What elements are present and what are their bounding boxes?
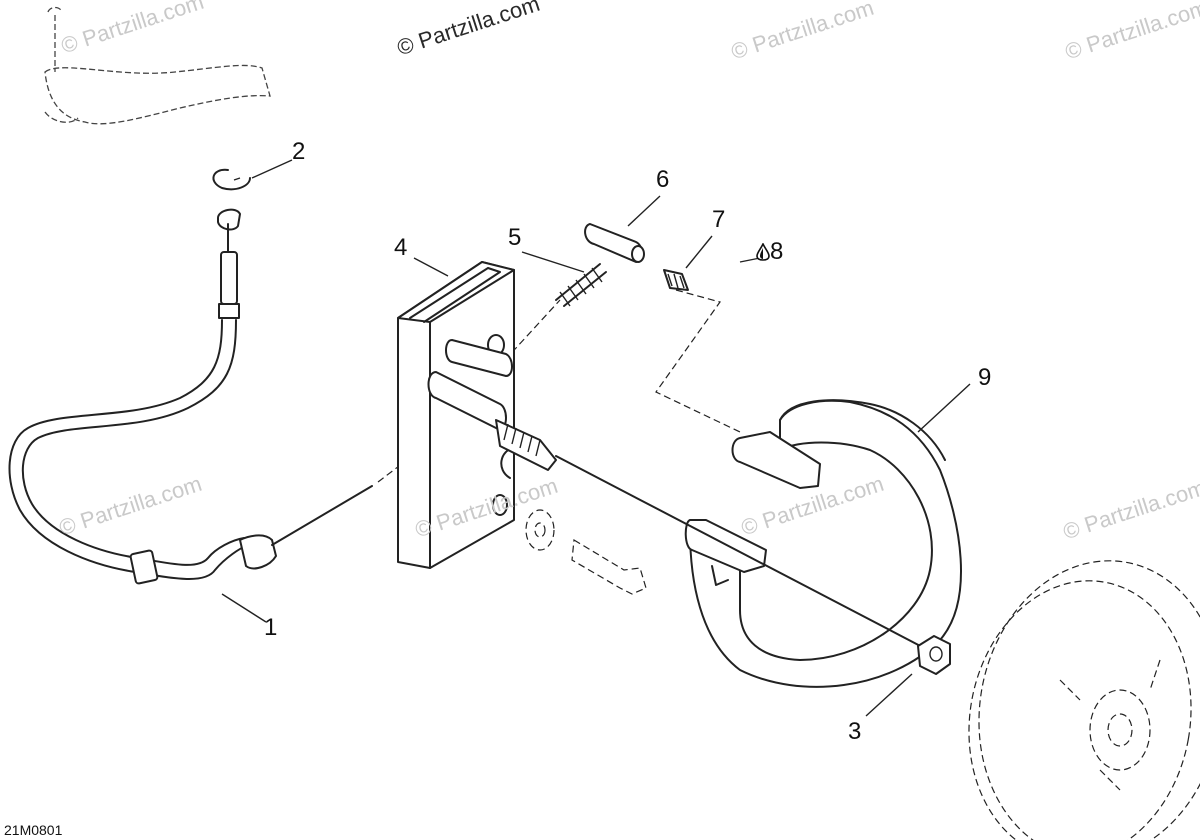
adjuster-rod (555, 455, 929, 651)
brake-bracket (397, 261, 557, 569)
callout-5[interactable]: 5 (508, 224, 522, 251)
oil-drop-icon (756, 242, 770, 261)
callout-4[interactable]: 4 (394, 234, 408, 261)
brake-cable (8, 208, 373, 585)
leader-1 (221, 593, 267, 623)
bolt-and-washer (525, 509, 647, 595)
leader-7 (685, 235, 713, 269)
drawing-id: 21M0801 (4, 822, 63, 838)
callout-6[interactable]: 6 (656, 166, 670, 193)
callout-8[interactable]: 8 (756, 240, 783, 264)
callout-7[interactable]: 7 (712, 206, 726, 233)
brake-drum (968, 560, 1200, 840)
lock-nut (917, 635, 951, 675)
spring (555, 263, 607, 307)
callout-1[interactable]: 1 (264, 614, 278, 641)
e-clip (212, 168, 251, 191)
leader-3 (865, 673, 913, 717)
brake-lever-ghost (44, 6, 271, 125)
callout-9[interactable]: 9 (978, 364, 992, 391)
leader-2 (251, 159, 293, 179)
callout-8-label: 8 (770, 238, 784, 265)
callout-2[interactable]: 2 (292, 138, 306, 165)
leader-4 (413, 257, 449, 277)
leader-9 (917, 383, 971, 433)
callout-3[interactable]: 3 (848, 718, 862, 745)
leader-8 (739, 257, 761, 263)
leader-6 (627, 195, 661, 227)
pivot-pin (584, 223, 645, 263)
set-screw (655, 269, 741, 433)
leader-5 (521, 251, 585, 273)
